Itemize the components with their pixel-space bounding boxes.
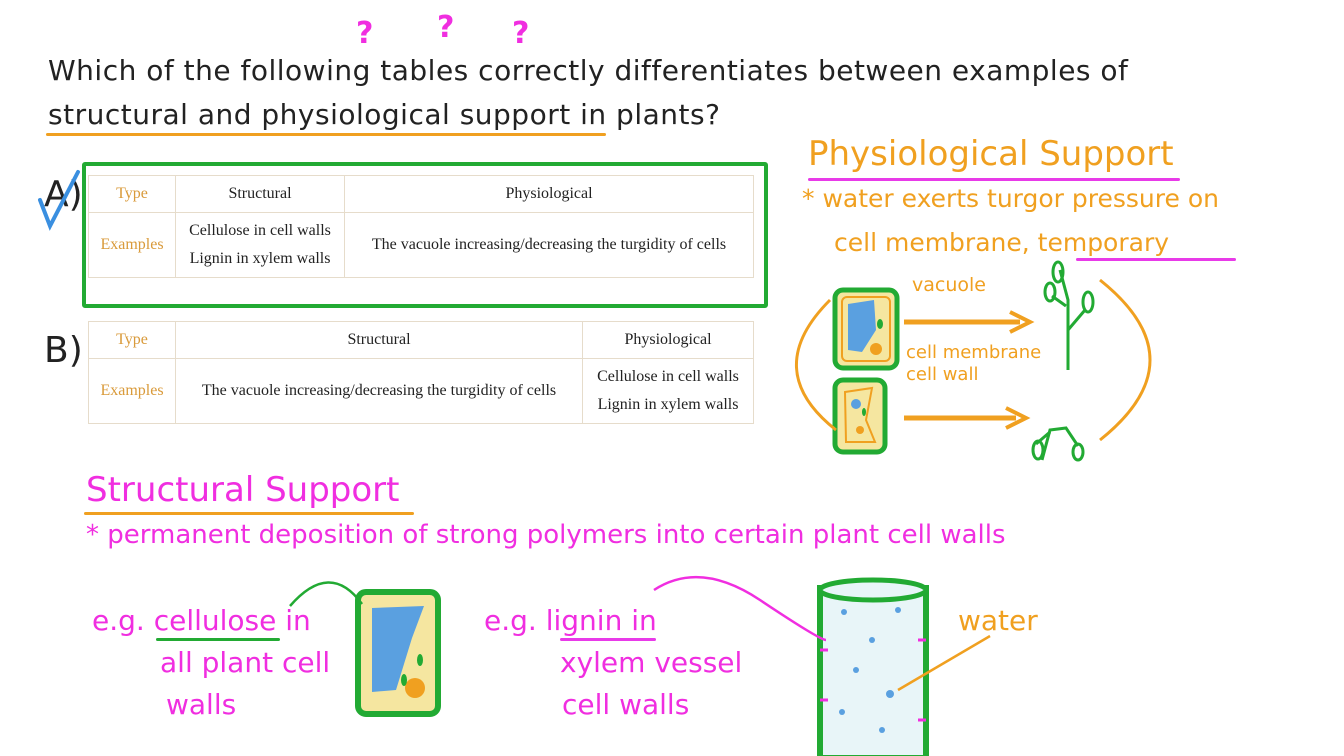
xylem-vessel-icon bbox=[817, 577, 929, 756]
example-text: in bbox=[631, 604, 657, 637]
question-word-structural: structural bbox=[48, 98, 189, 131]
question-underline bbox=[46, 133, 606, 136]
table-header-physiological: Physiological bbox=[344, 175, 754, 213]
example-1-line-2: all plant cell bbox=[160, 646, 331, 679]
example-2-line-3: cell walls bbox=[562, 688, 690, 721]
physiological-title-underline bbox=[808, 178, 1180, 181]
structural-title: Structural Support bbox=[86, 470, 400, 510]
table-header-structural: Structural bbox=[175, 321, 583, 359]
example-text: in bbox=[285, 604, 311, 637]
table-cell-physiological: Cellulose in cell walls Lignin in xylem … bbox=[582, 358, 754, 424]
structural-title-underline bbox=[84, 512, 414, 515]
pointer-arrow-icon bbox=[897, 634, 991, 692]
table-header-structural: Structural bbox=[175, 175, 345, 213]
pointer-arrow-icon bbox=[289, 581, 364, 607]
cell-text: Cellulose in cell walls bbox=[597, 368, 739, 385]
example-2-line-1: e.g. lignin in bbox=[484, 604, 657, 637]
note-text: cell membrane, bbox=[834, 228, 1030, 257]
cell-text: Lignin in xylem walls bbox=[189, 250, 331, 267]
cell-text: Lignin in xylem walls bbox=[597, 396, 739, 413]
structural-note-line-1: * permanent deposition of strong polymer… bbox=[86, 520, 1006, 550]
physiological-note-line-1: * water exerts turgor pressure on bbox=[802, 184, 1219, 213]
note-text-temporary: temporary bbox=[1037, 228, 1170, 257]
arrow-head-icon bbox=[1005, 406, 1031, 430]
lignin-underline bbox=[560, 638, 656, 641]
question-line-2: structural and physiological support in … bbox=[48, 98, 720, 131]
physiological-title: Physiological Support bbox=[808, 134, 1174, 174]
question-mark: ? bbox=[437, 10, 455, 45]
example-word-cellulose: cellulose bbox=[153, 604, 277, 637]
flaccid-cell-icon bbox=[832, 377, 888, 455]
example-word-lignin: lignin bbox=[545, 604, 623, 637]
table-header-type: Type bbox=[88, 321, 176, 359]
table-header-type: Type bbox=[88, 175, 176, 213]
option-a-label[interactable]: A) bbox=[44, 174, 83, 215]
upright-plant-icon bbox=[1043, 260, 1095, 370]
example-2-line-2: xylem vessel bbox=[560, 646, 743, 679]
option-b-table[interactable]: Type Structural Physiological Examples T… bbox=[88, 321, 754, 424]
option-a-selection-box[interactable] bbox=[82, 162, 768, 308]
label-vacuole: vacuole bbox=[912, 274, 986, 296]
option-a-table[interactable]: Type Structural Physiological Examples C… bbox=[88, 175, 754, 278]
question-mark: ? bbox=[356, 16, 374, 51]
eg-prefix: e.g. bbox=[484, 604, 537, 637]
question-mark: ? bbox=[512, 16, 530, 51]
turgid-cell-icon bbox=[832, 287, 900, 371]
label-cell-membrane: cell membrane bbox=[906, 342, 1042, 363]
cell-text: Cellulose in cell walls bbox=[189, 222, 331, 239]
eg-prefix: e.g. bbox=[92, 604, 145, 637]
example-1-line-3: walls bbox=[166, 688, 237, 721]
question-word-and: and bbox=[197, 98, 252, 131]
arrow-head-icon bbox=[1009, 310, 1035, 334]
curved-arrow-icon bbox=[795, 298, 837, 432]
example-1-line-1: e.g. cellulose in bbox=[92, 604, 311, 637]
table-header-physiological: Physiological bbox=[582, 321, 754, 359]
table-cell-structural: The vacuole increasing/decreasing the tu… bbox=[175, 358, 583, 424]
plant-cell-icon bbox=[355, 589, 441, 717]
question-word-physiological: physiological bbox=[261, 98, 451, 131]
label-water: water bbox=[958, 604, 1038, 637]
option-b-label[interactable]: B) bbox=[44, 330, 83, 371]
question-line-1: Which of the following tables correctly … bbox=[48, 54, 1129, 87]
table-cell-physiological: The vacuole increasing/decreasing the tu… bbox=[344, 212, 754, 278]
table-row-label: Examples bbox=[88, 212, 176, 278]
physiological-note-line-2: cell membrane, temporary bbox=[834, 228, 1169, 257]
wilted-plant-icon bbox=[1031, 426, 1085, 462]
checkmark-icon bbox=[38, 170, 80, 231]
question-word-in-plants: in plants? bbox=[580, 98, 721, 131]
pointer-arrow-icon bbox=[653, 575, 827, 642]
table-row-label: Examples bbox=[88, 358, 176, 424]
curved-arrow-icon bbox=[1099, 278, 1152, 442]
question-word-support: support bbox=[459, 98, 571, 131]
label-cell-wall: cell wall bbox=[906, 364, 979, 385]
table-cell-structural: Cellulose in cell walls Lignin in xylem … bbox=[175, 212, 345, 278]
temporary-underline bbox=[1076, 258, 1236, 261]
cellulose-underline bbox=[156, 638, 280, 641]
